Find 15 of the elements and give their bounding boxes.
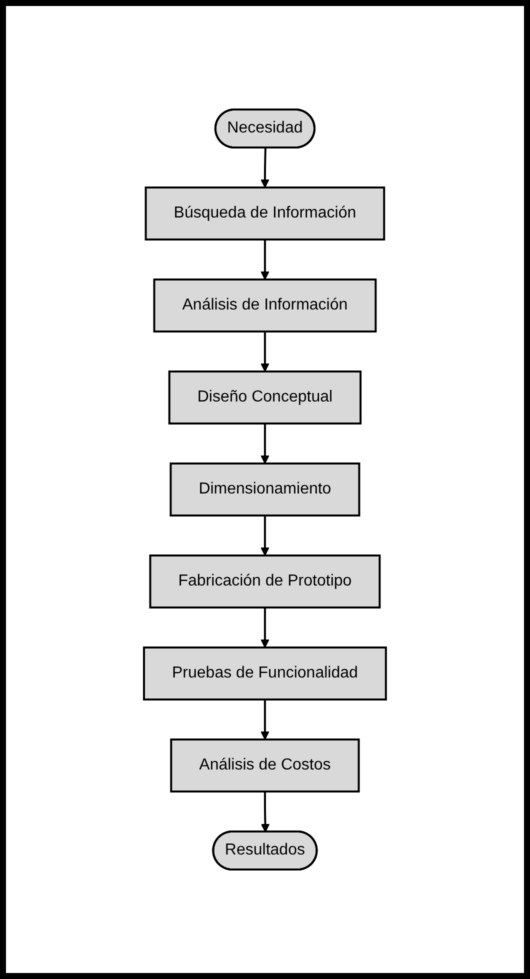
arrow <box>260 332 270 372</box>
arrow <box>260 240 270 280</box>
node-box: Fabricación de Prototipo <box>149 554 381 608</box>
arrow <box>260 792 270 832</box>
arrow <box>260 608 270 648</box>
node-box: Análisis de Costos <box>170 738 360 792</box>
node-box: Búsqueda de Información <box>144 186 386 240</box>
node-box: Análisis de Información <box>153 278 377 332</box>
arrow <box>260 148 270 188</box>
node-box: Diseño Conceptual <box>168 370 362 424</box>
arrow <box>260 424 270 464</box>
arrow <box>260 516 270 556</box>
node-box: Dimensionamiento <box>170 462 360 516</box>
arrow <box>260 700 270 740</box>
node-box: Pruebas de Funcionalidad <box>143 646 387 700</box>
